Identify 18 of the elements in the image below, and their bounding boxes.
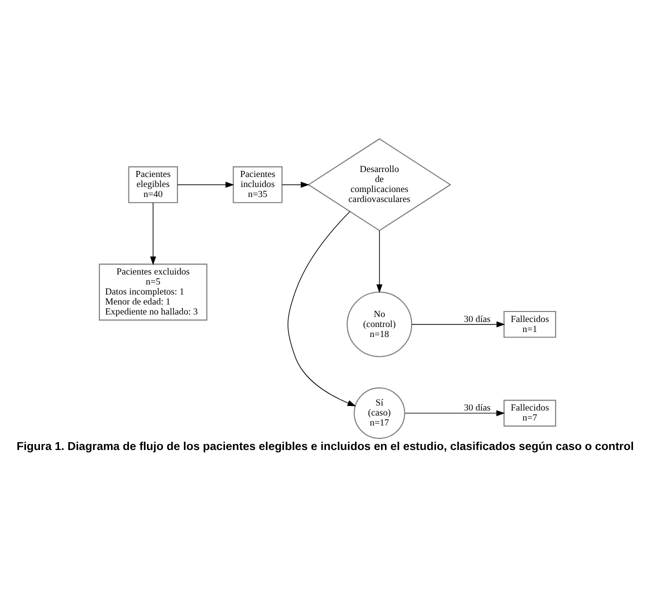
- node-box: Pacientes excluidos n=5 Datos incompletos: 1 Menor de edad: 1 Expediente no hallado: 3: [98, 263, 208, 320]
- arrow: [288, 210, 356, 406]
- arrow: [150, 202, 156, 265]
- node-box: Fallecidos n=7: [504, 399, 556, 426]
- edge-label: 30 días: [464, 403, 490, 414]
- arrow: [412, 320, 506, 327]
- node-box: Fallecidos n=1: [504, 310, 556, 338]
- caption: Figura 1. Diagrama de flujo de los pacientes elegibles e incluidos en el estudio, clasificados según caso o control: [16, 440, 634, 452]
- arrow: [404, 410, 505, 416]
- node-box: Pacientes elegibles n=40: [128, 166, 178, 203]
- arrow: [177, 181, 234, 188]
- node-diamond: Desarrollo de complicaciones cardiovasculares: [308, 138, 452, 231]
- node-box: Pacientes incluidos n=35: [232, 166, 283, 203]
- node-circle: No (control) n=18: [346, 291, 412, 357]
- edge-label: 30 días: [464, 314, 490, 324]
- arrow: [282, 181, 310, 188]
- node-circle: Sí (caso) n=17: [354, 386, 406, 438]
- arrow: [376, 230, 382, 292]
